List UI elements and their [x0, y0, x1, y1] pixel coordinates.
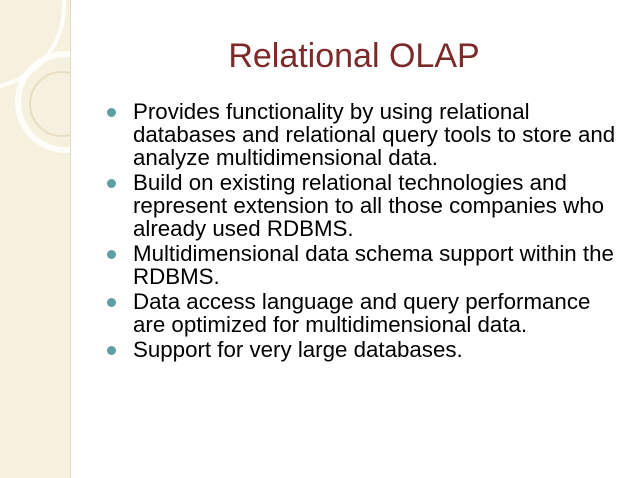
bullet-item: Provides functionality by using relation… [100, 100, 620, 169]
bullet-item: Support for very large databases. [100, 338, 620, 361]
decorative-circles [0, 0, 70, 153]
bullet-text: Provides functionality by using relation… [133, 99, 616, 170]
bullet-text: Multidimensional data schema support wit… [133, 241, 614, 289]
bullet-item: Multidimensional data schema support wit… [100, 242, 620, 288]
bullet-text: Build on existing relational technologie… [133, 170, 604, 241]
bullet-text: Data access language and query performan… [133, 289, 591, 337]
decorative-circle-inner [29, 71, 70, 137]
bullet-dot-icon [107, 298, 116, 307]
bullet-item: Data access language and query performan… [100, 290, 620, 336]
bullet-item: Build on existing relational technologie… [100, 171, 620, 240]
bullet-dot-icon [107, 179, 116, 188]
bullet-dot-icon [107, 108, 116, 117]
bullet-dot-icon [107, 346, 116, 355]
bullet-list: Provides functionality by using relation… [100, 100, 620, 363]
decorative-circle-top [0, 0, 66, 89]
decorative-circle-middle [15, 51, 70, 153]
bullet-text: Support for very large databases. [133, 337, 463, 362]
decorative-side-band [0, 0, 71, 478]
bullet-dot-icon [107, 250, 116, 259]
slide-title: Relational OLAP [228, 37, 480, 75]
